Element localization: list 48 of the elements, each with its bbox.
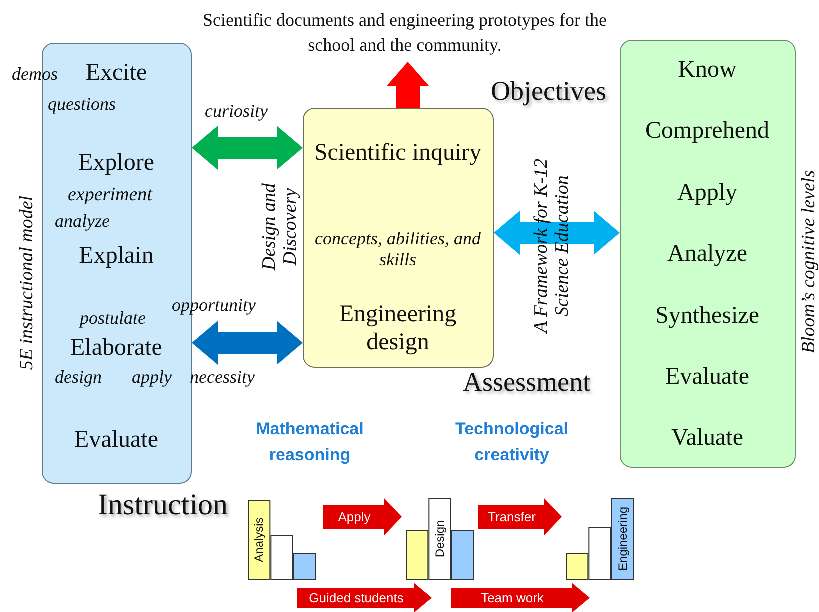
block-arrow xyxy=(192,126,303,170)
box-text: concepts, abilities, and skills xyxy=(314,228,482,270)
arrow-label: Apply xyxy=(336,510,373,524)
keyword: questions xyxy=(48,95,116,115)
levels-column xyxy=(620,40,796,468)
box-text: Explain xyxy=(78,243,155,271)
keyword: curiosity xyxy=(205,102,268,122)
box-text: Synthesize xyxy=(654,303,760,331)
bar-label: Engineering xyxy=(616,506,629,572)
arrow-label: Guided students xyxy=(307,590,406,606)
side-caption: A Framework for K-12 Science Education xyxy=(532,158,574,336)
box-text: Evaluate xyxy=(74,427,160,455)
box-text: Know xyxy=(677,57,738,85)
box-text: Evaluate xyxy=(664,364,750,392)
practice-box xyxy=(303,108,494,368)
bar-label: Design xyxy=(434,520,446,558)
theme-label: Mathematical reasoning xyxy=(255,418,365,466)
side-caption: Design and Discovery xyxy=(260,182,302,273)
block-arrow xyxy=(323,498,402,536)
keyword: postulate xyxy=(80,309,146,329)
outcome-note: Scientific documents and engineering prototypes for the school and the community. xyxy=(202,9,608,58)
theme-label: Technological creativity xyxy=(454,418,570,466)
section-heading: Instruction xyxy=(98,488,228,522)
section-heading: Objectives xyxy=(491,77,606,107)
keyword: apply xyxy=(132,368,172,388)
block-arrow xyxy=(297,583,432,612)
bar-label: Analysis xyxy=(253,518,266,562)
block-arrow xyxy=(451,583,590,612)
box-text: Elaborate xyxy=(70,335,164,363)
block-arrow xyxy=(387,62,429,108)
block-arrow xyxy=(478,498,562,536)
box-text: Valuate xyxy=(670,425,744,453)
keyword: experiment xyxy=(68,186,152,206)
arrow-label: Transfer xyxy=(486,510,538,524)
box-text: Engineering design xyxy=(338,301,458,357)
keyword: analyze xyxy=(55,212,110,232)
box-text: Scientific inquiry xyxy=(313,140,483,168)
section-heading: Assessment xyxy=(463,368,590,398)
box-text: Comprehend xyxy=(644,118,770,146)
block-arrow xyxy=(494,211,620,255)
side-caption: 5E instructional model xyxy=(18,194,38,372)
side-caption: Bloom’s cognitive levels xyxy=(800,169,819,356)
keyword: design xyxy=(55,368,102,388)
block-arrow xyxy=(192,321,303,365)
box-text: Apply xyxy=(676,180,738,208)
box-text: Explore xyxy=(78,150,156,178)
arrow-label: Team work xyxy=(479,590,546,606)
box-text: Analyze xyxy=(666,241,748,269)
